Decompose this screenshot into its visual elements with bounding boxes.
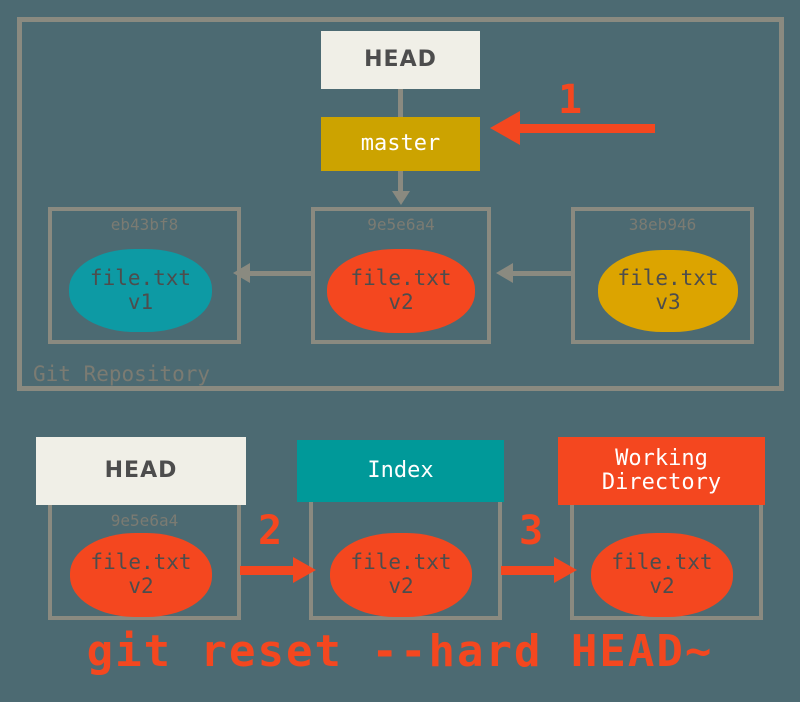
- area-blob-index-version: v2: [388, 574, 414, 598]
- repo-head-label: HEAD: [364, 47, 437, 73]
- step-1-arrow-shaft: [520, 124, 655, 133]
- area-header-working-directory-label: Working Directory: [601, 446, 722, 495]
- area-header-head-label: HEAD: [104, 458, 178, 484]
- step-3-arrow-shaft: [501, 566, 556, 575]
- commit-blob-1: file.txt v2: [327, 249, 475, 333]
- step-2-number: 2: [258, 508, 283, 554]
- git-repository-label: Git Repository: [33, 362, 211, 386]
- area-blob-index: file.txt v2: [330, 533, 472, 617]
- area-header-index: Index: [297, 440, 504, 502]
- step-2-arrow-shaft: [240, 566, 295, 575]
- area-header-head: HEAD: [36, 437, 246, 505]
- area-head-sha: 9e5e6a4: [110, 511, 179, 530]
- step-1-arrow-head-icon: [490, 111, 520, 145]
- area-blob-head: file.txt v2: [70, 533, 212, 617]
- area-blob-index-file: file.txt: [350, 550, 452, 575]
- commit-blob-0-file: file.txt: [89, 265, 192, 290]
- step-2-arrow-head-icon: [293, 557, 316, 583]
- area-blob-wd-version: v2: [649, 574, 675, 598]
- commit-blob-2: file.txt v3: [598, 250, 738, 332]
- commit-box-38eb946: 38eb946: [571, 207, 754, 344]
- parent-arrow-head-2-icon: [496, 263, 513, 283]
- command-caption: git reset --hard HEAD~: [86, 626, 714, 677]
- commit-blob-0-version: v1: [127, 289, 154, 314]
- area-header-index-label: Index: [367, 458, 434, 484]
- master-branch-box: master: [321, 117, 480, 171]
- step-1-number: 1: [558, 77, 583, 123]
- commit-blob-2-version: v3: [655, 290, 681, 314]
- step-3-number: 3: [519, 508, 544, 554]
- parent-arrow-shaft-2: [513, 271, 571, 276]
- step-3-arrow-head-icon: [554, 557, 577, 583]
- commit-blob-0: file.txt v1: [69, 249, 212, 332]
- parent-arrow-shaft-1: [250, 271, 311, 276]
- area-header-working-directory: Working Directory: [558, 437, 765, 505]
- commit-blob-2-file: file.txt: [617, 266, 719, 291]
- area-blob-head-file: file.txt: [90, 550, 192, 575]
- area-blob-working-directory: file.txt v2: [591, 533, 733, 617]
- connector-head-to-master: [398, 89, 403, 121]
- repo-head-box: HEAD: [321, 31, 480, 89]
- commit-sha-0: eb43bf8: [110, 215, 179, 234]
- commit-box-9e5e6a4: 9e5e6a4: [311, 207, 491, 344]
- connector-master-arrowhead-icon: [392, 191, 410, 205]
- connector-master-to-commit: [398, 171, 403, 193]
- area-blob-wd-file: file.txt: [611, 550, 713, 575]
- commit-blob-1-file: file.txt: [350, 266, 452, 291]
- commit-blob-1-version: v2: [388, 290, 414, 314]
- parent-arrow-head-1-icon: [233, 263, 250, 283]
- commit-sha-2: 38eb946: [628, 215, 697, 234]
- area-blob-head-version: v2: [128, 574, 154, 598]
- master-branch-label: master: [360, 131, 441, 157]
- git-repository-frame: [17, 17, 784, 391]
- commit-sha-1: 9e5e6a4: [367, 215, 435, 234]
